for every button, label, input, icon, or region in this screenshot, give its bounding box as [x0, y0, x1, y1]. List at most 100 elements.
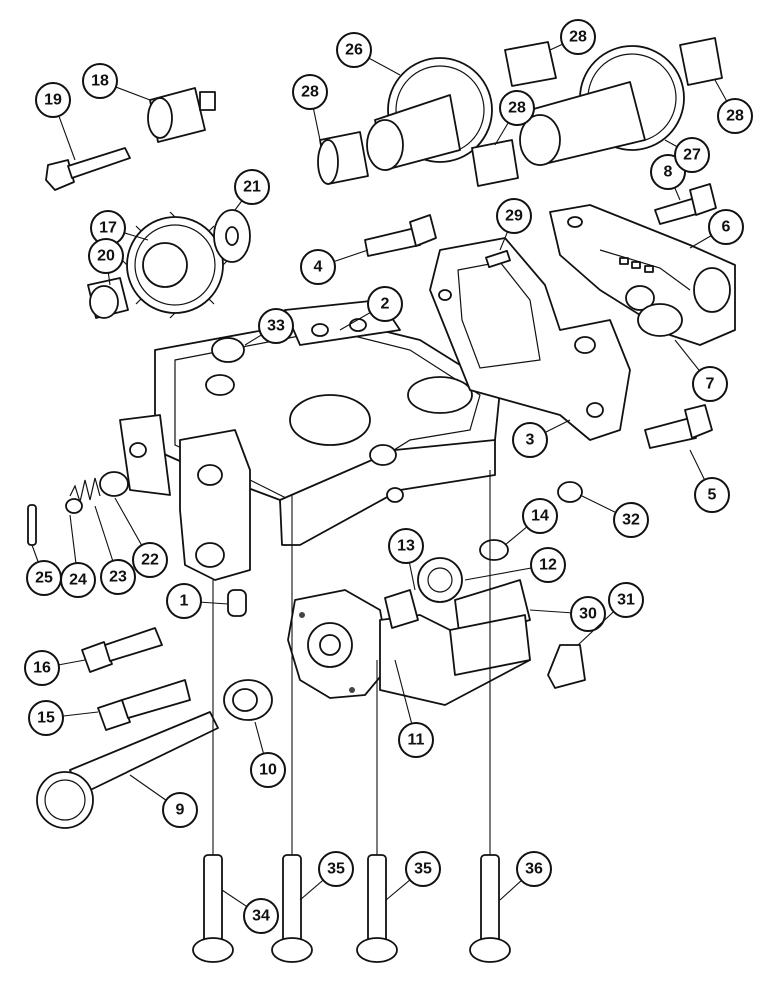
callout-number: 9 — [176, 802, 185, 819]
callout-circle — [367, 286, 403, 322]
callout-28: 28 — [549, 19, 596, 55]
bush — [471, 139, 519, 187]
callout-circle — [499, 90, 535, 126]
callout-circle — [516, 851, 552, 887]
callout-number: 22 — [141, 552, 159, 569]
callout-circle — [692, 366, 728, 402]
bush — [504, 41, 557, 87]
callout-6: 6 — [689, 209, 744, 249]
callout-20: 20 — [88, 238, 124, 286]
callout-number: 11 — [408, 732, 425, 749]
parts-artwork — [27, 37, 736, 963]
callout-circle — [496, 198, 532, 234]
callout-18: 18 — [82, 63, 151, 101]
callout-number: 34 — [252, 908, 270, 925]
callout-circle — [608, 582, 644, 618]
callout-number: 8 — [664, 164, 673, 181]
callout-24: 24 — [60, 514, 96, 598]
callout-number: 25 — [35, 570, 53, 587]
callout-22: 22 — [114, 497, 168, 578]
bush — [679, 37, 723, 86]
callout-number: 18 — [91, 73, 109, 90]
callout-11: 11 — [394, 659, 434, 758]
callout-25: 25 — [26, 544, 62, 596]
callout-30: 30 — [529, 596, 606, 632]
callout-circle — [28, 700, 64, 736]
callout-circle — [570, 596, 606, 632]
callout-7: 7 — [674, 339, 728, 402]
callout-28: 28 — [292, 74, 328, 141]
callout-number: 6 — [722, 219, 731, 236]
callout-16: 16 — [24, 650, 86, 686]
callout-number: 32 — [622, 512, 640, 529]
o-ring-seal — [637, 303, 683, 337]
callout-number: 15 — [37, 710, 55, 727]
callout-circle — [388, 528, 424, 564]
callout-13: 13 — [388, 528, 424, 591]
bolt — [45, 147, 131, 191]
callout-number: 31 — [617, 592, 635, 609]
callout-number: 35 — [414, 861, 432, 878]
dowel — [211, 337, 245, 363]
drive-shaft — [36, 711, 219, 829]
relief-valve-plunger — [99, 471, 129, 497]
callout-circle — [24, 650, 60, 686]
callout-23: 23 — [94, 505, 136, 595]
callout-circle — [26, 560, 62, 596]
callout-number: 14 — [531, 508, 549, 525]
callout-number: 28 — [569, 29, 587, 46]
callout-9: 9 — [129, 774, 198, 828]
callout-circle — [674, 137, 710, 173]
callout-1: 1 — [166, 583, 229, 619]
callout-15: 15 — [28, 700, 99, 736]
balancer-gear-left — [366, 57, 493, 171]
callout-number: 5 — [708, 487, 717, 504]
callout-circle — [88, 238, 124, 274]
callout-number: 26 — [345, 42, 363, 59]
callout-35: 35 — [385, 851, 441, 901]
callout-circle — [318, 851, 354, 887]
callout-circle — [717, 98, 753, 134]
spring-seat — [65, 498, 83, 514]
callout-circle — [512, 422, 548, 458]
callout-circle — [250, 752, 286, 788]
callout-circle — [694, 477, 730, 513]
dowel — [227, 589, 247, 617]
callout-3: 3 — [512, 419, 571, 458]
callout-number: 12 — [539, 557, 557, 574]
callout-29: 29 — [496, 198, 532, 251]
callout-number: 19 — [44, 92, 62, 109]
idler-gear — [121, 211, 229, 319]
callout-28: 28 — [494, 90, 535, 146]
callout-number: 24 — [69, 572, 87, 589]
screw — [547, 644, 586, 689]
callout-circle — [82, 63, 118, 99]
callout-31: 31 — [577, 582, 644, 646]
callout-4: 4 — [300, 249, 369, 285]
callout-circle — [613, 502, 649, 538]
callout-number: 2 — [381, 296, 390, 313]
callout-32: 32 — [579, 494, 649, 538]
dowel-pin — [485, 249, 511, 269]
callout-circle — [522, 498, 558, 534]
callout-number: 7 — [706, 376, 715, 393]
callout-circle — [292, 74, 328, 110]
callout-number: 21 — [243, 179, 261, 196]
callout-33: 33 — [244, 308, 294, 346]
callout-number: 27 — [683, 147, 701, 164]
callout-number: 23 — [109, 569, 127, 586]
callout-number: 28 — [301, 84, 319, 101]
callout-circle — [300, 249, 336, 285]
bolt — [644, 417, 697, 449]
callout-circle — [405, 851, 441, 887]
callout-number: 35 — [327, 861, 345, 878]
callout-14: 14 — [504, 498, 558, 546]
callout-21: 21 — [234, 169, 270, 211]
callout-number: 20 — [97, 248, 115, 265]
callout-number: 33 — [267, 318, 285, 335]
callout-5: 5 — [689, 449, 730, 513]
callout-35: 35 — [299, 851, 354, 901]
stub-shaft — [147, 87, 216, 143]
callout-number: 1 — [180, 593, 189, 610]
